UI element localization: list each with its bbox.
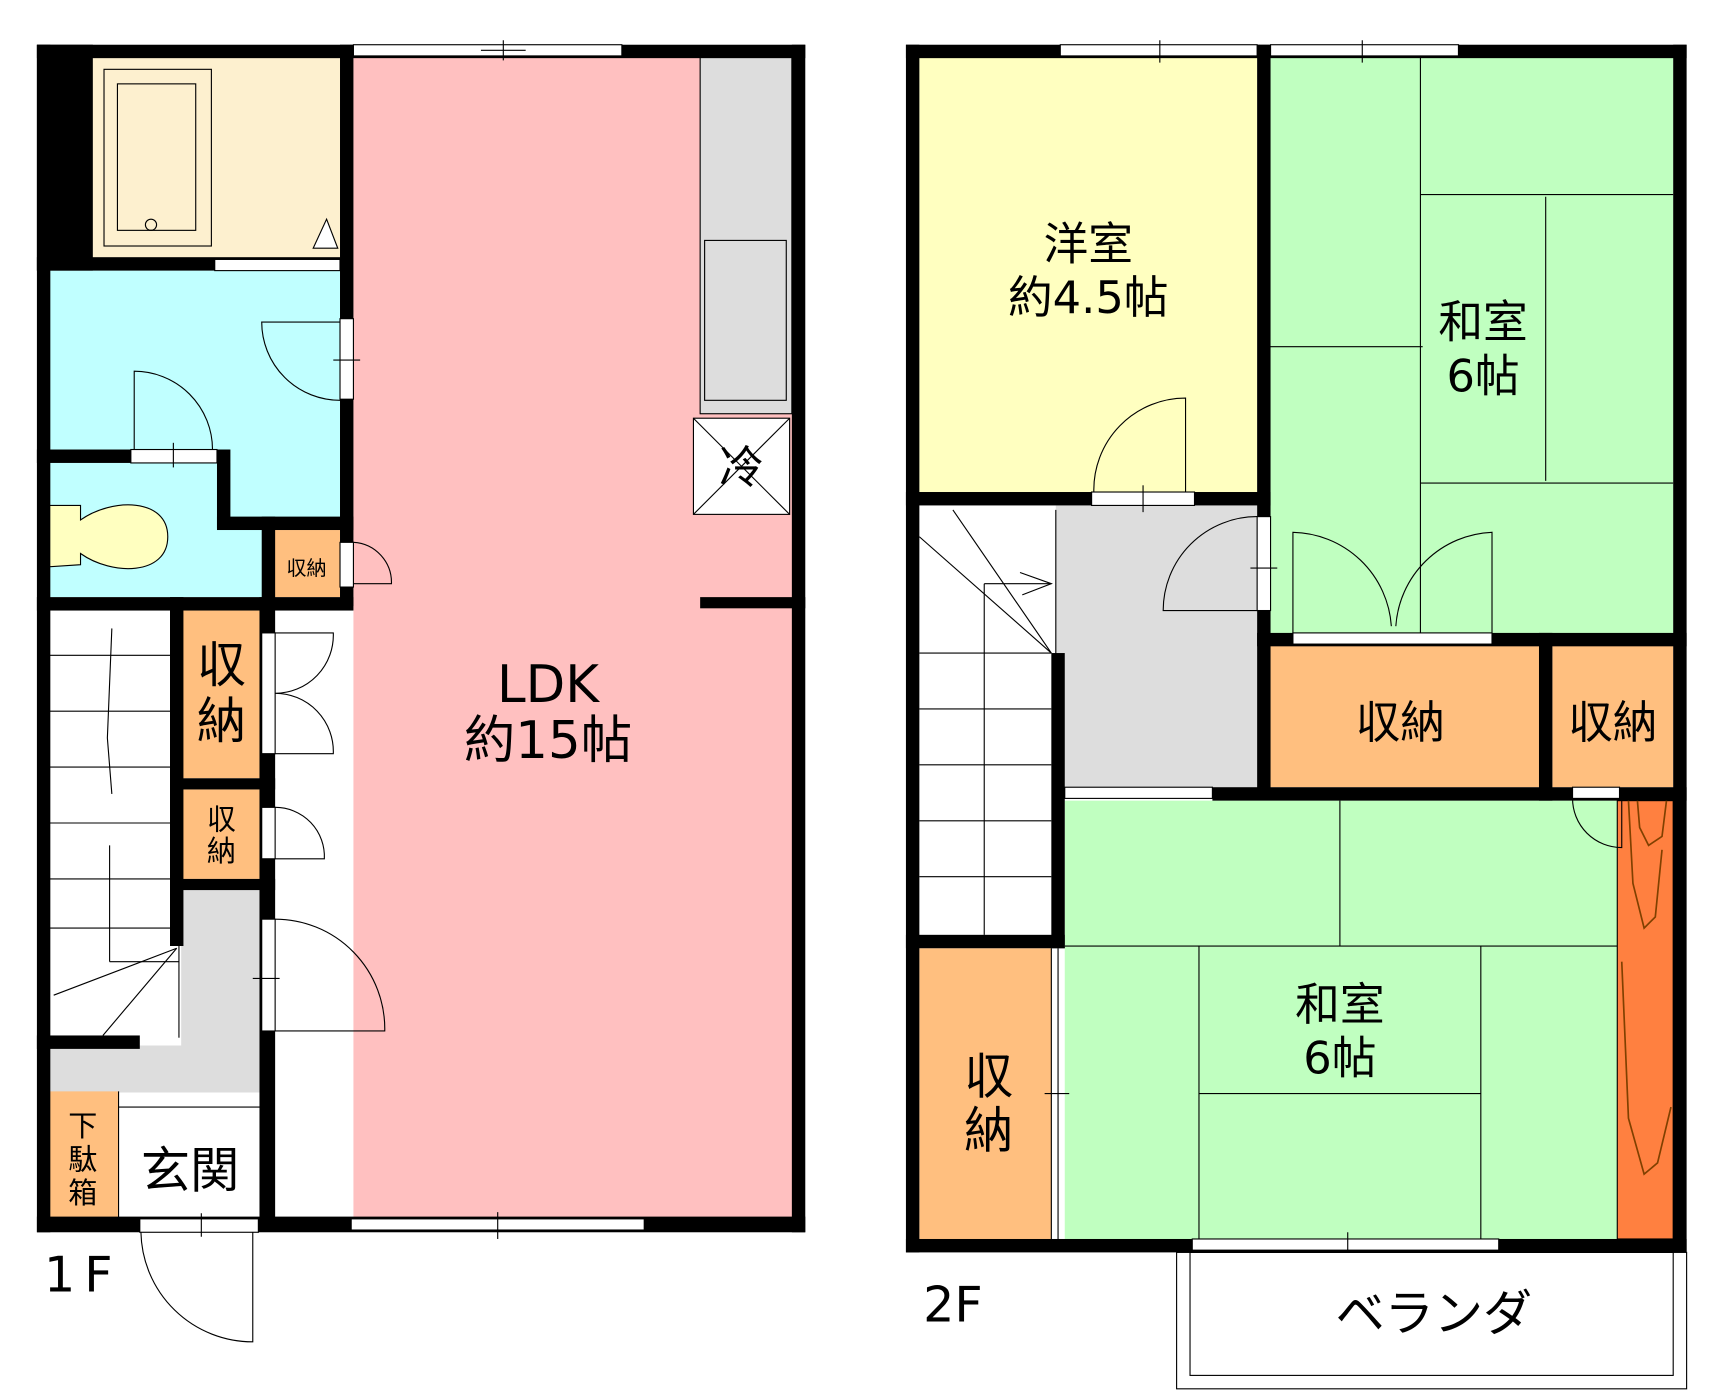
storage-small-mid-label-1: 収 <box>207 803 236 837</box>
japanese-room-bottom-label: 和室 <box>1295 978 1384 1031</box>
japanese-room-bottom <box>1064 800 1674 1239</box>
hall-2f <box>1055 505 1258 790</box>
fridge-label: 冷 <box>719 441 764 494</box>
storage-large-label-2: 納 <box>197 692 246 750</box>
shoe-box-label-2: 駄 <box>68 1143 97 1177</box>
tatami-top <box>1268 55 1674 633</box>
storage-small-mid <box>181 789 262 879</box>
storage-small-top-label: 収納 <box>286 556 326 580</box>
fridge: 冷 <box>692 417 791 515</box>
floor-2f: 洋室 約4.5帖 和室 6帖 収納 収納 和室 6帖 収 納 ベランダ 2F <box>905 40 1688 1390</box>
storage-left-label-2: 納 <box>964 1101 1013 1159</box>
stairs-lines-2f <box>918 509 1057 935</box>
shoe-box <box>46 1091 119 1219</box>
washroom <box>46 270 341 461</box>
ldk-label: LDK <box>497 655 600 715</box>
storage-large <box>181 610 262 779</box>
storage-right-label: 収納 <box>1568 696 1657 749</box>
japanese-room-top-label: 和室 <box>1438 296 1527 349</box>
storage-center-label: 収納 <box>1356 696 1445 749</box>
floor-label-1f: 1F <box>44 1246 121 1304</box>
storage-large-label-1: 収 <box>197 636 246 694</box>
sink <box>704 239 787 401</box>
western-room-label: 洋室 <box>1044 217 1133 270</box>
western-room <box>919 55 1258 495</box>
wood-grain <box>1620 800 1672 1176</box>
ldk-size: 約15帖 <box>464 711 632 771</box>
storage-left-label-1: 収 <box>964 1048 1013 1106</box>
japanese-room-top-size: 6帖 <box>1446 349 1519 402</box>
japanese-room-top <box>1268 55 1674 633</box>
tatami-bottom <box>1064 800 1618 1239</box>
toilet-icon <box>46 504 169 570</box>
storage-small-top <box>272 530 341 598</box>
stairs-lines-1f <box>46 628 180 1038</box>
storage-small-mid-label-2: 納 <box>207 834 236 868</box>
western-room-size: 約4.5帖 <box>1008 271 1169 324</box>
shoe-box-label-3: 箱 <box>68 1176 97 1210</box>
storage-left <box>919 948 1052 1239</box>
doors-2f <box>1044 40 1688 1390</box>
hall-1f-lower <box>46 1045 262 1093</box>
stairs-2f <box>919 505 1056 935</box>
storage-center <box>1268 644 1539 788</box>
bathroom <box>91 55 341 260</box>
doors-1f <box>130 40 645 1343</box>
shoe-box-label-1: 下 <box>68 1109 97 1143</box>
storage-right <box>1552 644 1674 788</box>
balcony-label: ベランダ <box>1335 1285 1532 1343</box>
entrance <box>118 1107 262 1219</box>
japanese-room-bottom-size: 6帖 <box>1303 1031 1376 1084</box>
entrance-label: 玄関 <box>141 1142 239 1200</box>
floor-1f: 冷 <box>36 40 806 1343</box>
floor-label-2f: 2F <box>923 1276 983 1334</box>
balcony <box>1176 1251 1688 1390</box>
